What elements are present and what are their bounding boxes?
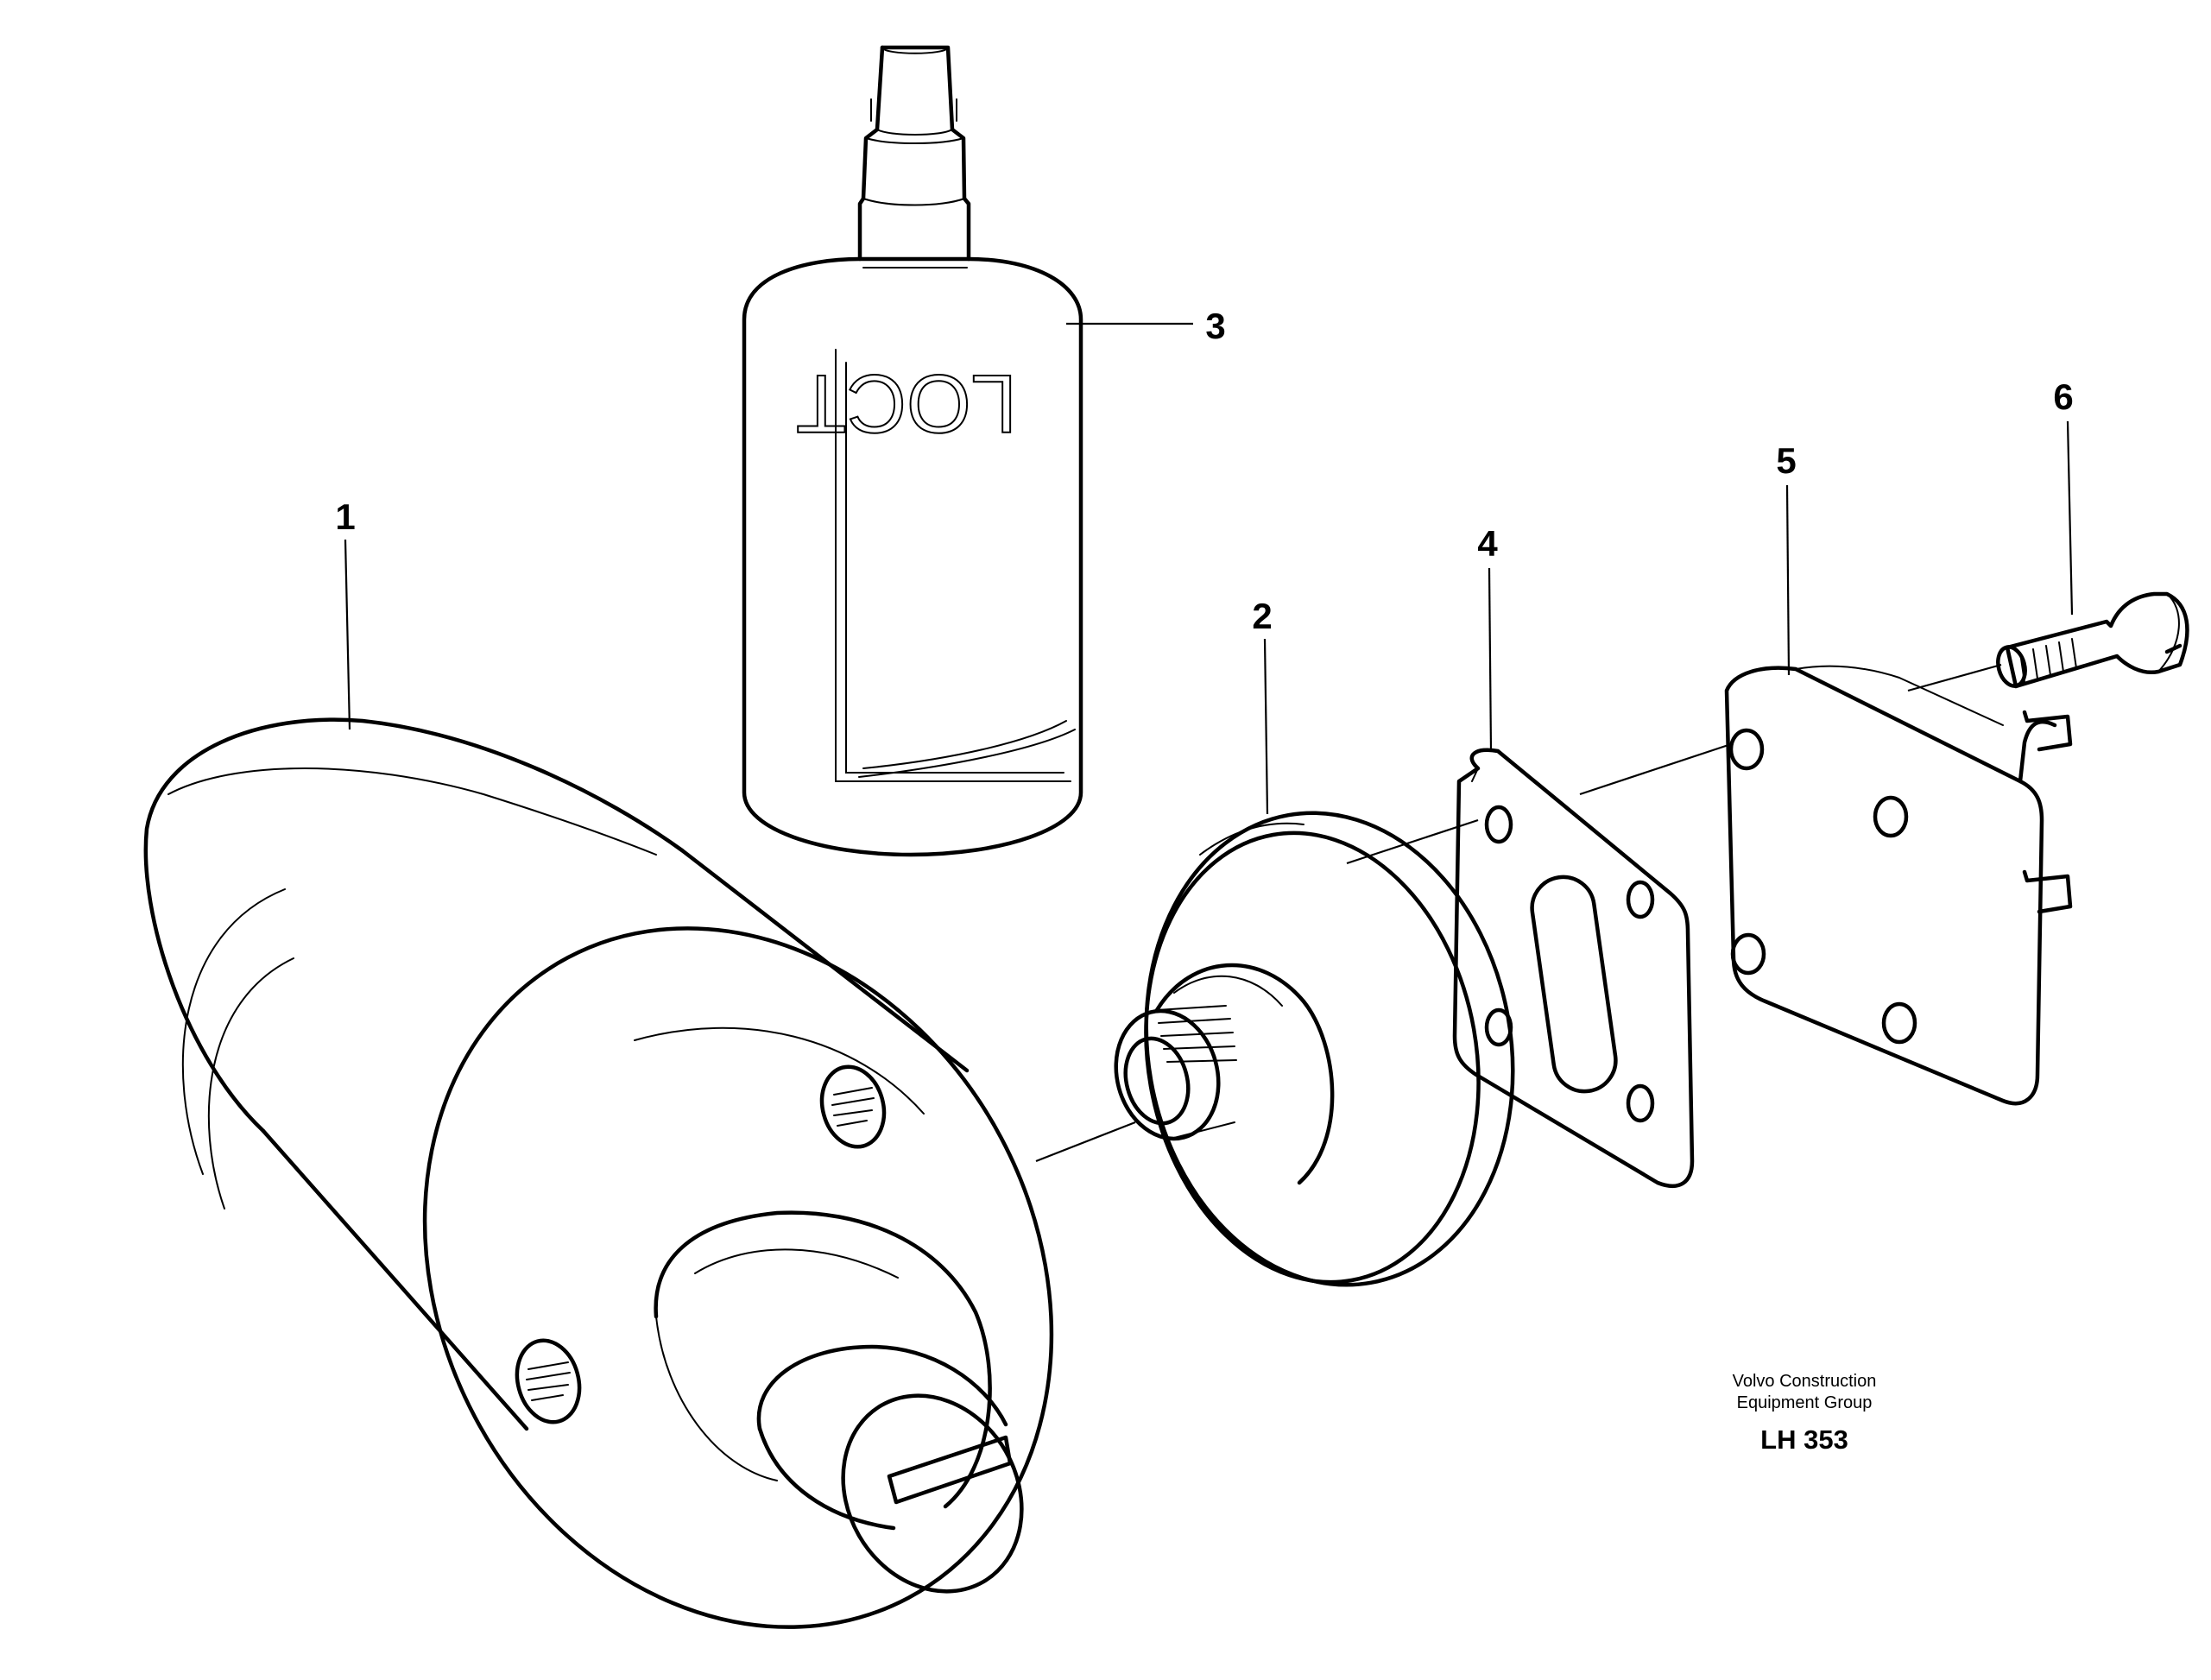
callout-2-leader: [1263, 638, 1269, 815]
credit-block: Volvo Construction Equipment Group LH 35…: [1675, 1371, 1934, 1456]
part-2-flange: [1114, 811, 1515, 1287]
callout-5-leader: [1785, 484, 1791, 676]
callout-4-leader: [1488, 567, 1493, 752]
callout-6-number: 6: [2053, 376, 2073, 417]
callout-1-leader: [344, 539, 351, 730]
part-6-screw: [1996, 591, 2189, 689]
callout-4: 4: [1477, 523, 1498, 752]
callout-1-number: 1: [335, 496, 355, 537]
bottle-label-text: LOCT: [796, 357, 1017, 450]
credit-line-2: Equipment Group: [1736, 1393, 1873, 1412]
part-5-cover: [1724, 665, 2073, 1106]
callout-1: 1: [335, 496, 356, 730]
callout-3: 3: [1066, 306, 1226, 346]
callout-5-number: 5: [1776, 440, 1796, 481]
callout-5: 5: [1776, 440, 1797, 676]
part-4-gasket: [1452, 748, 1695, 1189]
drawing-code: LH 353: [1760, 1424, 1848, 1455]
callout-3-number: 3: [1205, 306, 1225, 346]
part-1-motor-body: [143, 717, 1054, 1629]
callout-4-number: 4: [1477, 523, 1498, 564]
callout-2-number: 2: [1252, 596, 1272, 636]
credit-line-1: Volvo Construction: [1732, 1372, 1877, 1391]
assembly-axis-lines: [1035, 663, 2002, 1163]
callout-2: 2: [1252, 596, 1273, 815]
callout-6: 6: [2053, 376, 2074, 616]
callout-6-leader: [2066, 420, 2074, 616]
part-3-bottle: LOCT: [742, 45, 1083, 857]
